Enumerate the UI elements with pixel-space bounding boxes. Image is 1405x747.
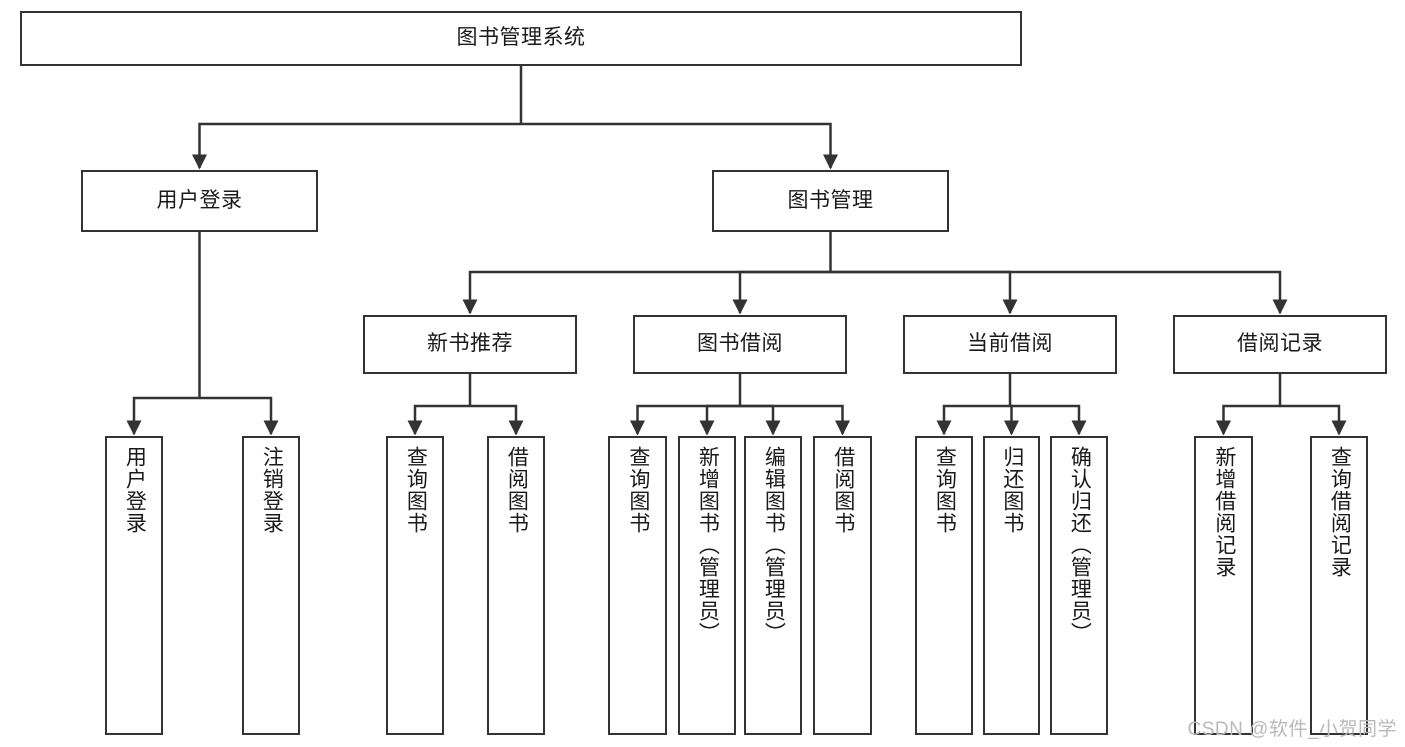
leaf-add-book-admin[interactable]: 新增图书（管理员） xyxy=(678,436,736,735)
leaf-confirm-return-admin[interactable]: 确认归还（管理员） xyxy=(1050,436,1108,735)
node-current-borrow[interactable]: 当前借阅 xyxy=(903,315,1117,374)
leaf-query-borrow-record-label: 查询借阅记录 xyxy=(1328,446,1352,578)
node-user-login-label: 用户登录 xyxy=(156,188,243,212)
node-book-management[interactable]: 图书管理 xyxy=(712,170,949,232)
leaf-confirm-return-admin-label: 确认归还（管理员） xyxy=(1068,446,1092,644)
leaf-query-book-3[interactable]: 查询图书 xyxy=(915,436,973,735)
leaf-borrow-book-1-label: 借阅图书 xyxy=(505,446,529,534)
leaf-user-login-label: 用户登录 xyxy=(123,446,147,534)
node-root-label: 图书管理系统 xyxy=(456,26,586,50)
leaf-return-book[interactable]: 归还图书 xyxy=(983,436,1040,735)
leaf-logout-login[interactable]: 注销登录 xyxy=(242,436,300,735)
node-root[interactable]: 图书管理系统 xyxy=(20,11,1022,66)
node-new-book-recommend-label: 新书推荐 xyxy=(427,332,513,356)
leaf-borrow-book-2-label: 借阅图书 xyxy=(831,446,855,534)
leaf-edit-book-admin-label: 编辑图书（管理员） xyxy=(762,446,786,644)
node-borrow-record-label: 借阅记录 xyxy=(1237,332,1323,356)
node-user-login[interactable]: 用户登录 xyxy=(81,170,318,232)
leaf-query-book-3-label: 查询图书 xyxy=(933,446,957,534)
leaf-query-borrow-record[interactable]: 查询借阅记录 xyxy=(1310,436,1368,735)
leaf-user-login[interactable]: 用户登录 xyxy=(105,436,163,735)
leaf-query-book-1[interactable]: 查询图书 xyxy=(386,436,444,735)
node-current-borrow-label: 当前借阅 xyxy=(967,332,1053,356)
node-book-borrow-label: 图书借阅 xyxy=(697,332,783,356)
leaf-query-book-1-label: 查询图书 xyxy=(404,446,428,534)
node-borrow-record[interactable]: 借阅记录 xyxy=(1173,315,1387,374)
leaf-add-borrow-record[interactable]: 新增借阅记录 xyxy=(1194,436,1253,735)
leaf-logout-login-label: 注销登录 xyxy=(260,446,284,534)
leaf-query-book-2[interactable]: 查询图书 xyxy=(608,436,667,735)
leaf-add-book-admin-label: 新增图书（管理员） xyxy=(696,446,720,644)
leaf-add-borrow-record-label: 新增借阅记录 xyxy=(1212,446,1236,578)
node-book-borrow[interactable]: 图书借阅 xyxy=(633,315,847,374)
leaf-borrow-book-1[interactable]: 借阅图书 xyxy=(487,436,545,735)
leaf-borrow-book-2[interactable]: 借阅图书 xyxy=(813,436,872,735)
leaf-edit-book-admin[interactable]: 编辑图书（管理员） xyxy=(744,436,802,735)
node-book-management-label: 图书管理 xyxy=(787,188,874,212)
leaf-return-book-label: 归还图书 xyxy=(1000,446,1024,534)
edge-paths xyxy=(126,66,1347,436)
leaf-query-book-2-label: 查询图书 xyxy=(626,446,650,534)
node-new-book-recommend[interactable]: 新书推荐 xyxy=(363,315,577,374)
